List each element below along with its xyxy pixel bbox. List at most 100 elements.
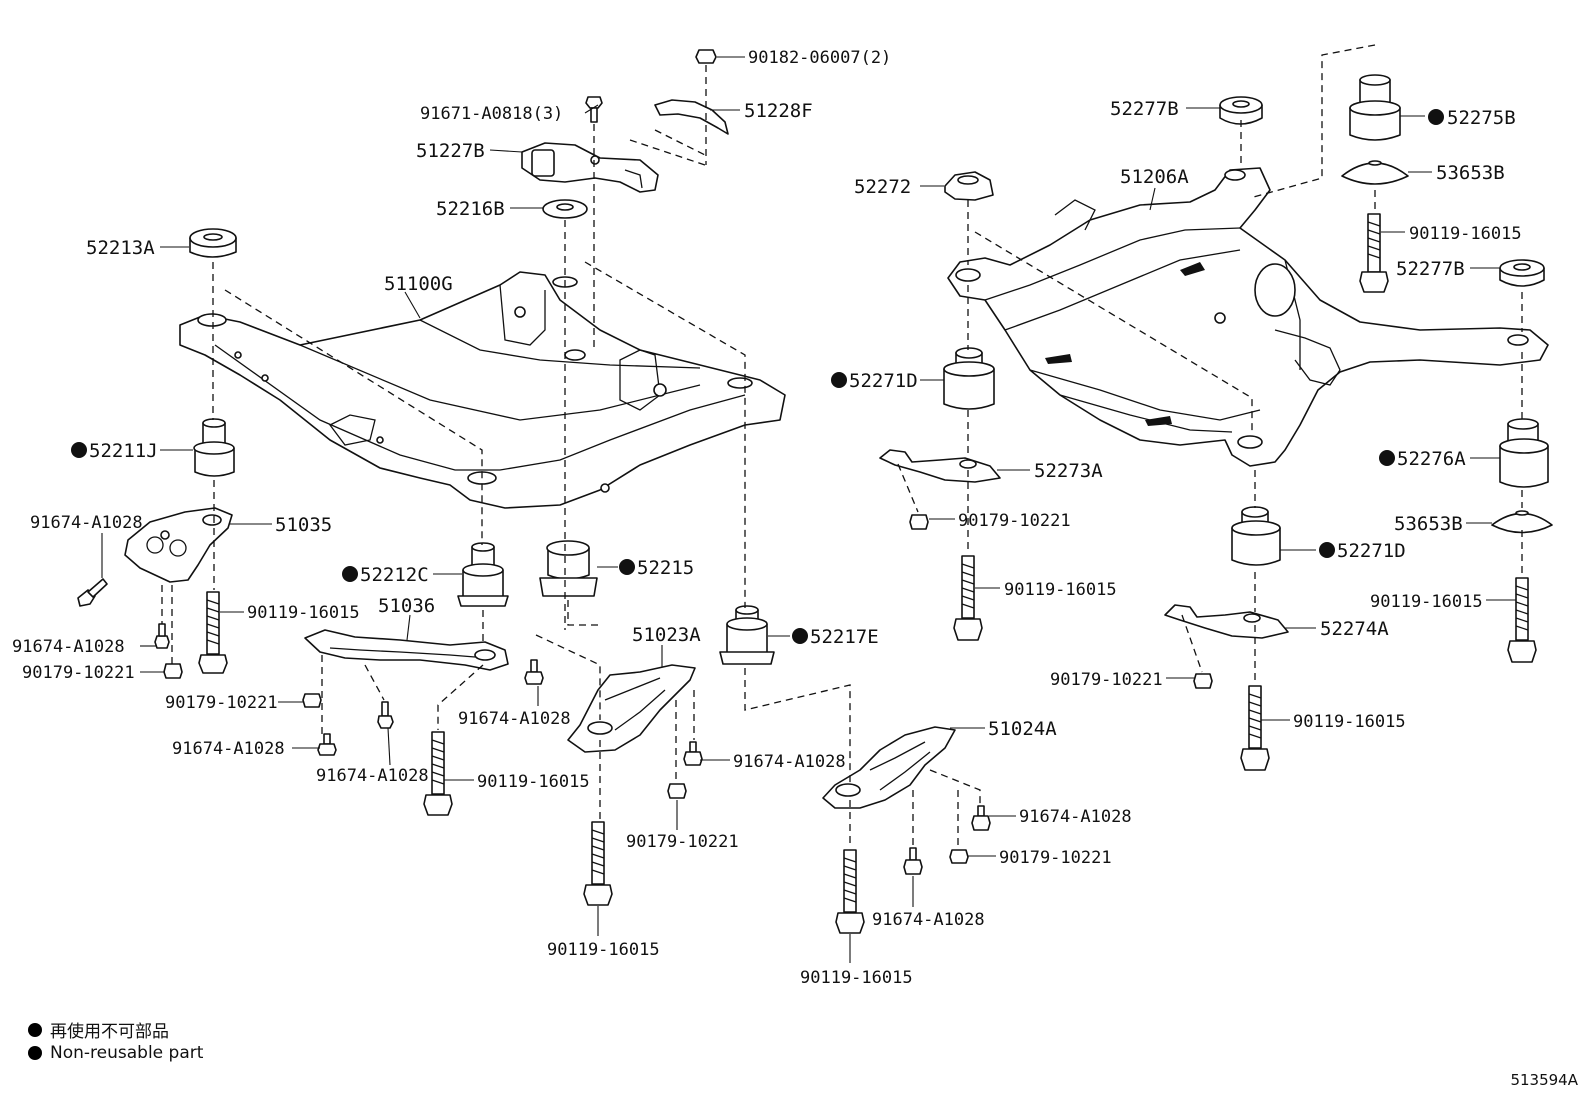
bolt-91674-51036-b xyxy=(377,701,394,729)
stopper-52213a xyxy=(189,228,237,258)
nut-90179-51023a xyxy=(667,783,687,799)
front-guide-lines xyxy=(161,65,981,848)
label-91674-a: 91674-A1028 xyxy=(30,513,143,533)
legend-dot-icon xyxy=(28,1046,42,1060)
non-reusable-markers xyxy=(71,109,1444,644)
label-52276a: 52276A xyxy=(1397,448,1466,470)
label-52271d-left: 52271D xyxy=(849,370,918,392)
cushion-52277b-top xyxy=(1219,96,1263,125)
label-90179-e: 90179-10221 xyxy=(958,511,1071,531)
bolt-90119-51023a xyxy=(583,821,613,906)
marker-52271d-left xyxy=(831,372,847,388)
legend-en-text: Non-reusable part xyxy=(50,1043,204,1063)
label-52272: 52272 xyxy=(854,176,911,198)
label-90182: 90182-06007(2) xyxy=(748,48,891,68)
label-52211j: 52211J xyxy=(89,440,158,462)
rear-guide-lines xyxy=(897,44,1523,684)
stopper-53653b-right xyxy=(1491,510,1553,534)
marker-52211j xyxy=(71,442,87,458)
nut-90182 xyxy=(695,49,717,64)
legend-english: Non-reusable part xyxy=(28,1043,203,1063)
arm-51024a xyxy=(822,726,956,809)
bolt-91674-51023a-a xyxy=(524,659,544,685)
label-90179-c: 90179-10221 xyxy=(626,832,739,852)
bolt-91674-51023a-b xyxy=(683,741,703,766)
label-52277b-top: 52277B xyxy=(1110,98,1179,120)
marker-52217e xyxy=(792,628,808,644)
arm-51036 xyxy=(304,629,509,671)
cushion-52216b xyxy=(542,199,588,219)
label-52216b: 52216B xyxy=(436,198,505,220)
label-51206a: 51206A xyxy=(1120,166,1189,188)
label-52277b-right: 52277B xyxy=(1396,258,1465,280)
label-52275b: 52275B xyxy=(1447,107,1516,129)
legend-japanese: 再使用不可部品 xyxy=(28,1017,169,1042)
marker-52275b xyxy=(1428,109,1444,125)
label-90119-f: 90119-16015 xyxy=(1004,580,1117,600)
nut-90179-rear-right xyxy=(1193,673,1213,689)
label-51100g: 51100G xyxy=(384,273,453,295)
label-52271d-right: 52271D xyxy=(1337,540,1406,562)
bolt-91674-51035 xyxy=(154,623,170,649)
arm-51023a xyxy=(567,664,696,753)
leader-lines xyxy=(101,56,1516,963)
bolt-91674-51024a-b xyxy=(903,847,923,875)
bolt-91674-left xyxy=(77,578,108,607)
label-53653b-top: 53653B xyxy=(1436,162,1505,184)
label-91674-c: 91674-A1028 xyxy=(172,739,285,759)
bushing-52271d-left xyxy=(943,347,995,410)
label-51036: 51036 xyxy=(378,595,435,617)
label-90119-a: 90119-16015 xyxy=(247,603,360,623)
bolt-91674-51036-a xyxy=(317,733,337,756)
label-52215: 52215 xyxy=(637,557,694,579)
cushion-52277b-right xyxy=(1499,259,1545,287)
label-91671: 91671-A0818(3) xyxy=(420,104,563,124)
bracket-51228f xyxy=(654,99,729,135)
label-53653b-right: 53653B xyxy=(1394,513,1463,535)
label-91674-h: 91674-A1028 xyxy=(872,910,985,930)
bushing-52212c xyxy=(457,542,509,607)
marker-52271d-right xyxy=(1319,542,1335,558)
label-91674-d: 91674-A1028 xyxy=(316,766,429,786)
label-90179-f: 90179-10221 xyxy=(1050,670,1163,690)
bracket-51035 xyxy=(124,507,233,583)
label-51035: 51035 xyxy=(275,514,332,536)
bolt-90119-rear-left xyxy=(953,555,983,641)
bracket-51227b xyxy=(521,142,659,193)
bushing-52276a xyxy=(1499,418,1549,488)
nut-90179-51035 xyxy=(163,663,183,679)
stopper-52272 xyxy=(944,171,994,201)
marker-52212c xyxy=(342,566,358,582)
bolt-91671 xyxy=(585,96,603,123)
bolt-90119-51024a xyxy=(835,849,865,934)
bushing-52275b xyxy=(1349,74,1401,141)
bolt-91674-51024a-a xyxy=(971,805,991,831)
label-51228f: 51228F xyxy=(744,100,813,122)
label-91674-e: 91674-A1028 xyxy=(458,709,571,729)
label-90119-g: 90119-16015 xyxy=(1370,592,1483,612)
label-91674-b: 91674-A1028 xyxy=(12,637,125,657)
bolt-90119-rear-right xyxy=(1507,577,1537,663)
bushing-52215 xyxy=(539,540,598,597)
bracket-52274a xyxy=(1164,604,1289,639)
nut-90179-51024a xyxy=(949,849,969,864)
label-90119-h: 90119-16015 xyxy=(1293,712,1406,732)
label-90119-c: 90119-16015 xyxy=(547,940,660,960)
label-52274a: 52274A xyxy=(1320,618,1389,640)
label-91674-g: 91674-A1028 xyxy=(1019,807,1132,827)
bolt-90119-51036 xyxy=(423,731,453,816)
bolt-90119-rear-bottom xyxy=(1240,685,1270,771)
label-52212c: 52212C xyxy=(360,564,429,586)
part-labels: 90182-06007(2) 91671-A0818(3) 51228F 512… xyxy=(12,48,1522,988)
bolt-90119-51035 xyxy=(198,591,228,674)
bushing-52211j xyxy=(193,418,235,477)
nut-90179-51036 xyxy=(302,693,322,708)
legend-jp-text: 再使用不可部品 xyxy=(50,1022,169,1042)
label-52217e: 52217E xyxy=(810,626,879,648)
label-91674-f: 91674-A1028 xyxy=(733,752,846,772)
label-90179-b: 90179-10221 xyxy=(165,693,278,713)
label-90179-a: 90179-10221 xyxy=(22,663,135,683)
label-51227b: 51227B xyxy=(416,140,485,162)
bushing-52271d-right xyxy=(1231,506,1281,566)
